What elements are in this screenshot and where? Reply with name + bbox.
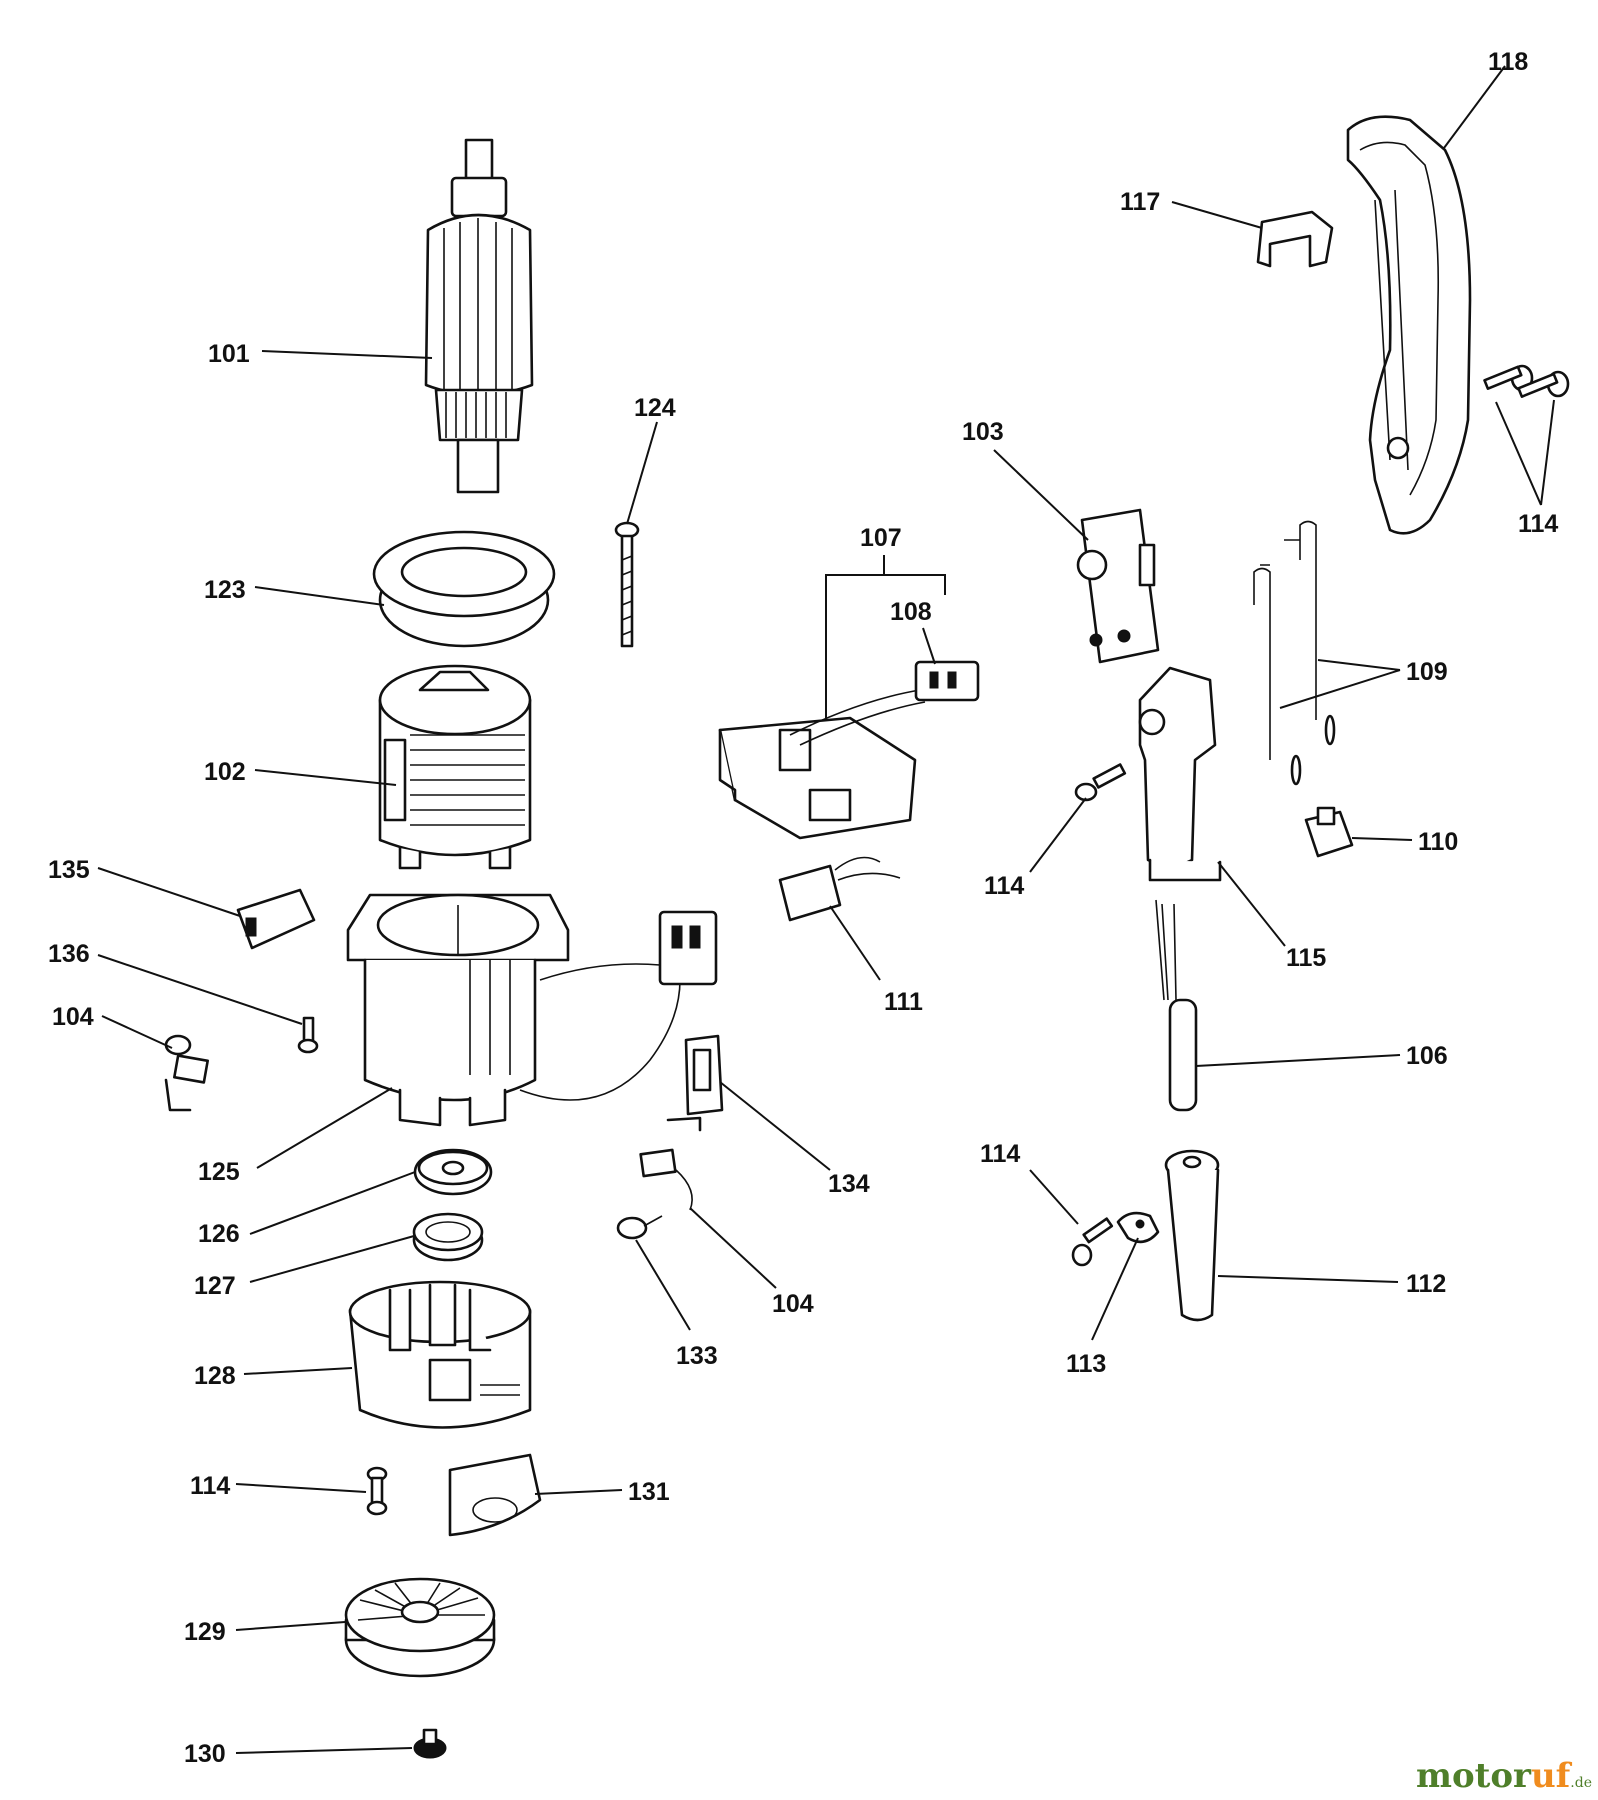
- part-111-capacitor: [778, 856, 901, 922]
- label-103: 103: [962, 418, 1004, 446]
- part-131-cover: [448, 1453, 542, 1537]
- part-110-clip: [1304, 806, 1354, 858]
- part-134-brush-holder: [666, 1034, 724, 1132]
- watermark-accent: uf: [1530, 1756, 1571, 1796]
- label-104-middle: 104: [772, 1290, 814, 1318]
- part-108-connector: [914, 660, 980, 702]
- housing-cable-connector: [519, 910, 718, 1101]
- part-115-bracket: [1138, 666, 1222, 882]
- part-118-handle: [1346, 115, 1472, 535]
- part-135-brush-holder: [236, 888, 316, 950]
- label-108: 108: [890, 598, 932, 626]
- leader-lines: [97, 65, 1555, 1754]
- label-126: 126: [198, 1220, 240, 1248]
- label-133: 133: [676, 1342, 718, 1370]
- part-112-strain-relief: [1164, 1149, 1220, 1322]
- part-101-armature: [424, 138, 534, 494]
- label-115: 115: [1286, 944, 1326, 972]
- label-118: 118: [1488, 48, 1528, 76]
- part-128-end-cap: [348, 1280, 532, 1429]
- part-106-cable: [1155, 899, 1198, 1112]
- label-107: 107: [860, 524, 902, 552]
- watermark-logo: motoruf.de: [1416, 1756, 1592, 1796]
- label-129: 129: [184, 1618, 226, 1646]
- watermark-tld: .de: [1570, 1775, 1592, 1791]
- part-124-screw: [614, 521, 640, 648]
- part-114-screw-right: [1071, 1217, 1114, 1267]
- part-125-housing: [346, 893, 570, 1127]
- part-114-screw-middle: [1074, 763, 1127, 802]
- label-117: 117: [1120, 188, 1160, 216]
- part-103-switch: [1076, 508, 1160, 664]
- part-129-fan: [344, 1577, 496, 1678]
- part-126-bearing: [413, 1148, 493, 1196]
- label-134: 134: [828, 1170, 870, 1198]
- label-104-left: 104: [52, 1003, 94, 1031]
- label-123: 123: [204, 576, 246, 604]
- watermark-main: motor: [1415, 1756, 1531, 1796]
- label-102: 102: [204, 758, 246, 786]
- part-104-brush-middle: [639, 1148, 693, 1211]
- part-104-brush-left: [164, 1034, 209, 1112]
- part-113-cord-clamp: [1116, 1211, 1160, 1244]
- part-labels: 101 123 124 102 135 136 104 125 126 127 …: [48, 48, 1558, 1768]
- label-109: 109: [1406, 658, 1448, 686]
- part-136-screw: [297, 1016, 319, 1054]
- label-127: 127: [194, 1272, 236, 1300]
- label-106: 106: [1406, 1042, 1448, 1070]
- label-113: 113: [1066, 1350, 1106, 1378]
- label-112: 112: [1406, 1270, 1446, 1298]
- label-125: 125: [198, 1158, 240, 1186]
- part-123-ring: [372, 530, 556, 648]
- part-127-ring: [412, 1212, 484, 1262]
- part-107-module: [718, 660, 980, 840]
- label-131: 131: [628, 1478, 670, 1506]
- part-102-stator: [378, 664, 532, 870]
- part-133-spring: [616, 1215, 663, 1240]
- label-128: 128: [194, 1362, 236, 1390]
- label-136: 136: [48, 940, 90, 968]
- label-114-handle: 114: [1518, 510, 1558, 538]
- label-101: 101: [208, 340, 250, 368]
- part-114-screw-lower: [366, 1466, 388, 1516]
- part-117-clamp: [1256, 210, 1334, 268]
- label-135: 135: [48, 856, 90, 884]
- label-110: 110: [1418, 828, 1458, 856]
- part-130-nut: [413, 1728, 447, 1759]
- label-111: 111: [884, 988, 923, 1016]
- label-124: 124: [634, 394, 676, 422]
- part-109-wires: [1253, 520, 1336, 786]
- label-114-lower-right: 114: [980, 1140, 1020, 1168]
- part-114-screws-handle: [1483, 364, 1570, 398]
- label-114-lower-left: 114: [190, 1472, 230, 1500]
- label-130: 130: [184, 1740, 226, 1768]
- label-114-middle: 114: [984, 872, 1024, 900]
